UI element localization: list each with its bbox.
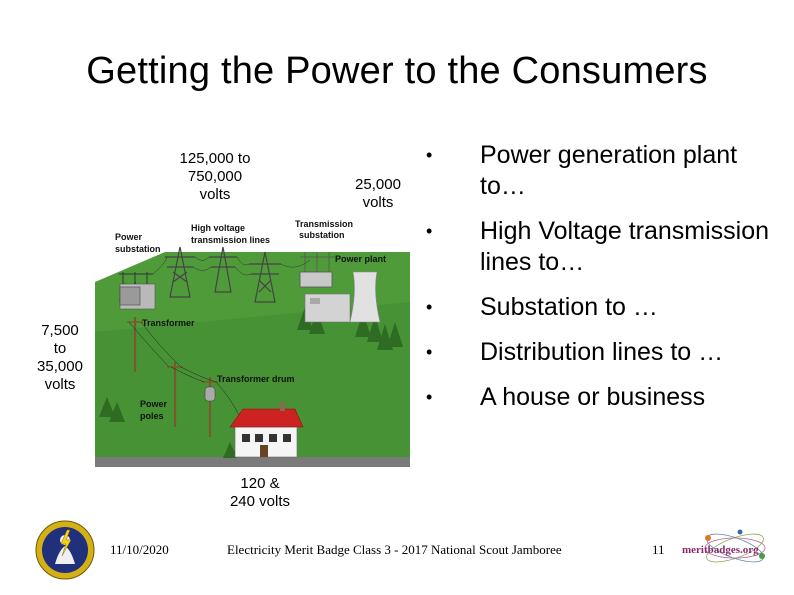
bullet-item: • Distribution lines to … (420, 337, 780, 368)
bullet-list: • Power generation plant to… • High Volt… (420, 140, 780, 427)
bullet-marker: • (426, 342, 433, 362)
power-poles-label-line2: poles (140, 411, 164, 421)
electricity-merit-badge-icon (35, 520, 95, 580)
power-substation-label-line2: substation (115, 244, 161, 254)
footer-date: 11/10/2020 (110, 542, 169, 557)
footer-caption: Electricity Merit Badge Class 3 - 2017 N… (227, 542, 562, 557)
bullet-marker: • (426, 387, 433, 407)
generation-voltage-label: 25,000 volts (355, 176, 401, 211)
transformer-drum (204, 386, 216, 402)
bullet-text-generation: Power generation plant to… (480, 141, 738, 200)
distribution-voltage-label: 7,500 to 35,000 volts (37, 322, 83, 393)
meritbadges-logo: meritbadges.org (682, 529, 766, 563)
transmission-substation-label-line1: Transmission (295, 219, 353, 229)
power-poles-label-line1: Power (140, 399, 168, 409)
bullet-item: • A house or business (420, 382, 780, 413)
home-voltage-label: 120 & 240 volts (229, 475, 291, 510)
logo-text: meritbadges.org (682, 544, 759, 556)
transformer-label: Transformer (142, 318, 195, 328)
bullet-text-distribution: Distribution lines to … (480, 338, 724, 366)
transmission-towers (165, 246, 281, 303)
transformer-drum-label: Transformer drum (217, 374, 295, 384)
power-substation-label-line1: Power (115, 232, 143, 242)
slide-title: Getting the Power to the Consumers (86, 50, 708, 92)
bullet-item: • High Voltage transmission lines to… (420, 216, 780, 278)
bullet-text-substation: Substation to … (480, 293, 658, 321)
high-voltage-label-line2: transmission lines (191, 235, 270, 245)
footer-page-number: 11 (652, 542, 665, 557)
high-voltage-label-line1: High voltage (191, 223, 245, 233)
transmission-voltage-label: 125,000 to 750,000 volts (179, 150, 251, 203)
house (229, 402, 304, 458)
power-plant-building (304, 271, 381, 323)
transmission-substation (299, 252, 335, 288)
bullet-marker: • (426, 145, 433, 165)
bullet-marker: • (426, 297, 433, 317)
bullet-item: • Substation to … (420, 292, 780, 323)
power-plant-label: Power plant (335, 254, 386, 264)
bullet-marker: • (426, 221, 433, 241)
bullet-text-house: A house or business (480, 383, 706, 411)
transmission-substation-label-line2: substation (299, 230, 345, 240)
bullet-item: • Power generation plant to… (420, 140, 780, 202)
bullet-text-transmission: High Voltage transmission lines to… (480, 217, 770, 276)
power-grid-illustration: Power substation High voltage transmissi… (95, 212, 410, 467)
